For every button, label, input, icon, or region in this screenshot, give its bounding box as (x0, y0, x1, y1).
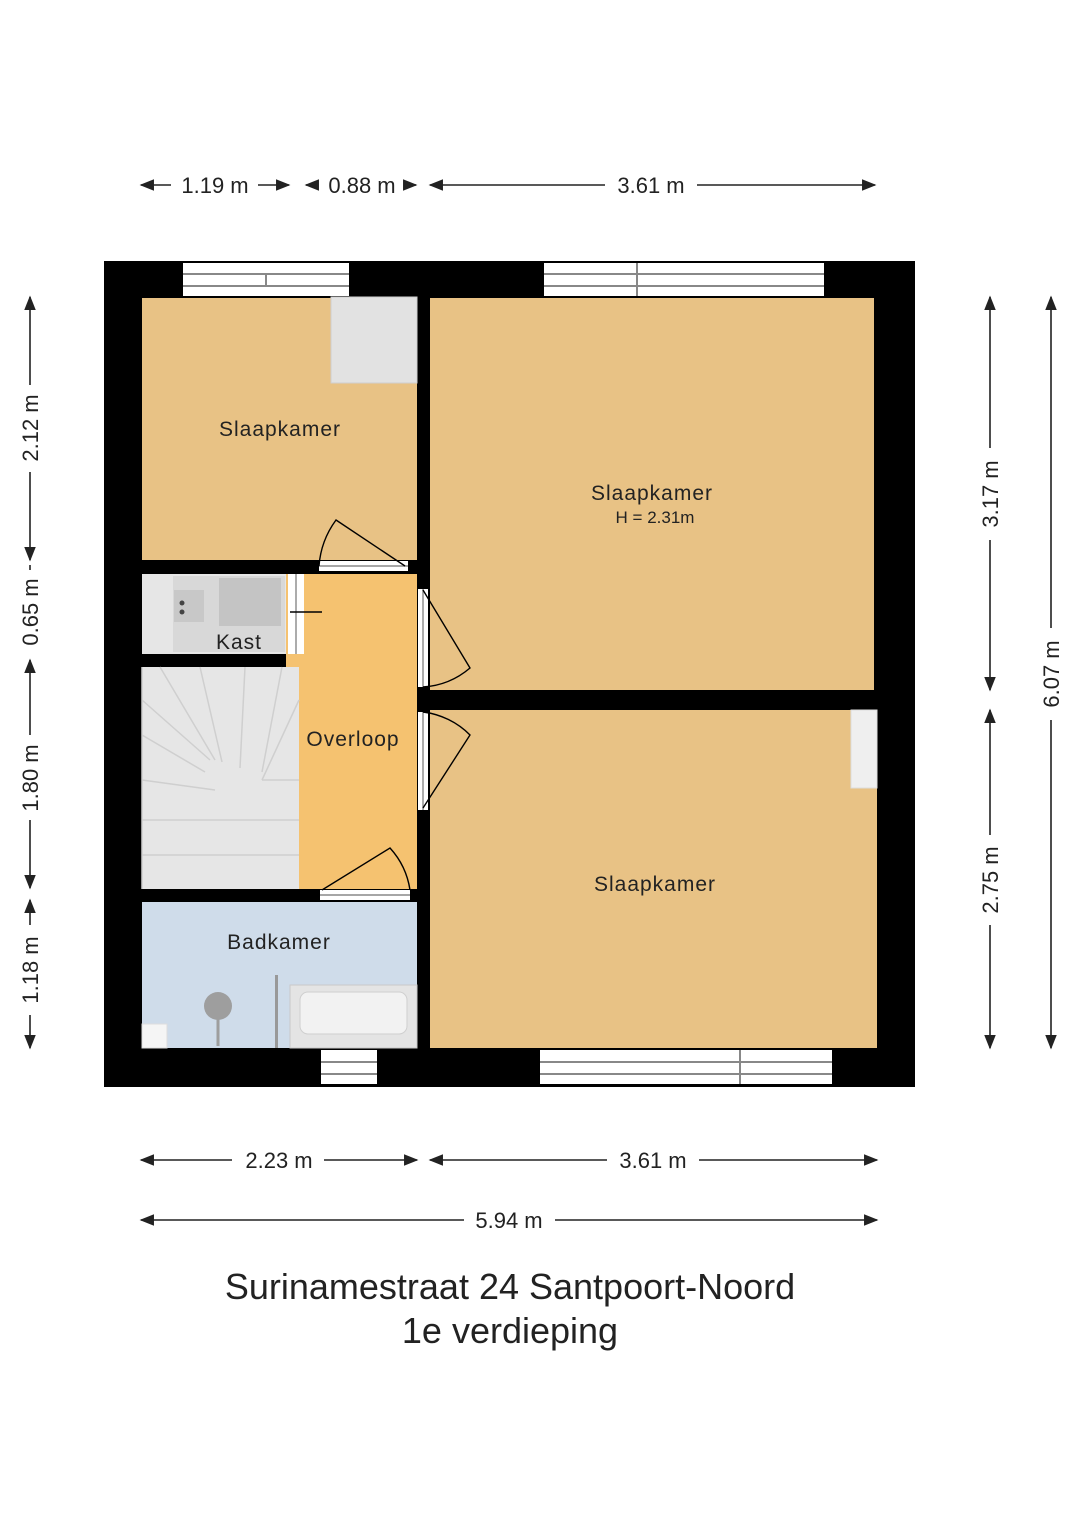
dimension-top-1: 1.19 m (181, 173, 248, 198)
wardrobe-top-left (330, 296, 418, 384)
dimension-left-1: 2.12 m (18, 394, 43, 461)
shower-fixture (141, 975, 278, 1049)
door-bedroom-top-right (418, 589, 471, 688)
room-label-bedroom-top-right: Slaapkamer (591, 482, 713, 505)
room-landing (286, 574, 417, 889)
window-top-right (544, 263, 824, 296)
door-bedroom-top-left (318, 519, 408, 571)
door-closet (288, 574, 322, 654)
dimension-left-2: 0.65 m (18, 578, 43, 645)
dimension-top-3: 3.61 m (617, 173, 684, 198)
dimension-bottom-2: 3.61 m (619, 1148, 686, 1173)
dimension-bottom-total: 5.94 m (475, 1208, 542, 1233)
dimension-right-1: 3.17 m (978, 460, 1003, 527)
closet-appliance (173, 576, 285, 652)
caption-address: Surinamestraat 24 Santpoort-Noord (224, 1266, 796, 1307)
dimension-right-total: 6.07 m (1039, 640, 1064, 707)
window-top-left (183, 263, 349, 296)
room-bedroom-bottom-right (430, 710, 877, 1048)
dimension-top-2: 0.88 m (328, 173, 395, 198)
bathtub (289, 984, 418, 1049)
room-label-bedroom-bottom-right: Slaapkamer (594, 873, 716, 896)
dimension-left-3: 1.80 m (18, 744, 43, 811)
dimension-lines (24, 179, 1057, 1226)
dimension-right-2: 2.75 m (978, 846, 1003, 913)
room-height-label: H = 2.31m (616, 508, 695, 527)
room-label-bathroom: Badkamer (227, 931, 331, 954)
stair-treads (141, 666, 300, 889)
window-bottom-left (321, 1050, 377, 1084)
door-bedroom-bottom-right (418, 711, 471, 810)
room-bedroom-top-right (430, 298, 874, 690)
dimension-left-4: 1.18 m (18, 936, 43, 1003)
room-label-closet: Kast (216, 631, 262, 654)
radiator-right (850, 709, 878, 789)
room-stairs (142, 667, 299, 889)
room-label-landing: Overloop (306, 728, 399, 751)
window-bottom-right (540, 1050, 832, 1084)
caption-floor: 1e verdieping (401, 1310, 619, 1351)
dimension-bottom-1: 2.23 m (245, 1148, 312, 1173)
room-label-bedroom-top-left: Slaapkamer (219, 418, 341, 441)
door-bathroom (320, 847, 411, 900)
